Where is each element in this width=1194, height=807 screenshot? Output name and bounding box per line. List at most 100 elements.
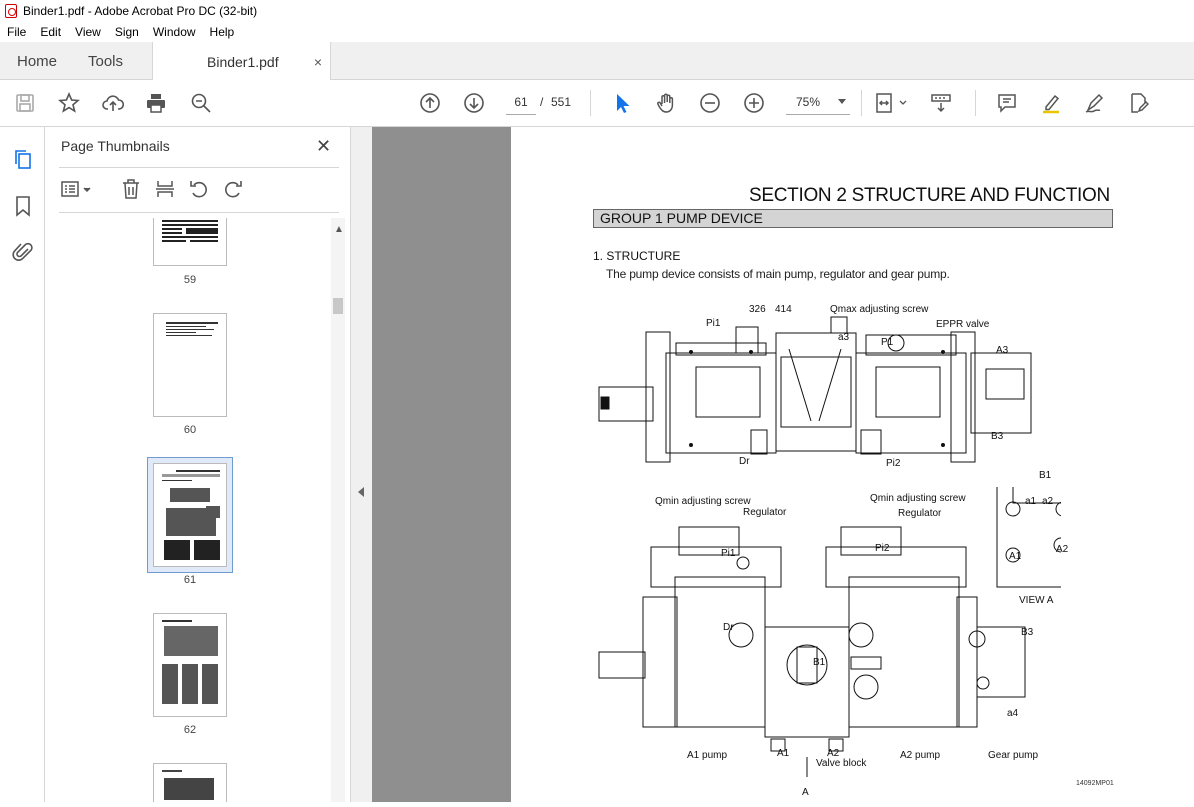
thumbnail-label: 59: [183, 274, 197, 286]
divider: [59, 167, 339, 168]
group-title: GROUP 1 PUMP DEVICE: [593, 209, 1113, 228]
drawing-code: 14092MP01: [1076, 780, 1114, 787]
next-page-icon[interactable]: [461, 90, 487, 116]
page-fit-icon[interactable]: [872, 90, 910, 116]
thumbnail-label: 60: [183, 424, 197, 436]
thumbnail-label: 62: [183, 724, 197, 736]
zoom-out-icon[interactable]: [697, 90, 723, 116]
delete-page-icon[interactable]: [120, 178, 142, 200]
toolbar-divider: [975, 90, 976, 116]
page-thumbnail-59[interactable]: [153, 218, 227, 266]
label-b1-view: B1: [1039, 470, 1052, 481]
previous-page-icon[interactable]: [417, 90, 443, 116]
label-A2-view: A2: [1056, 544, 1069, 555]
page-thumbnail-60[interactable]: [153, 313, 227, 417]
cloud-upload-icon[interactable]: [100, 90, 126, 116]
menu-edit[interactable]: Edit: [40, 25, 62, 39]
label-arrow-a: A: [802, 787, 809, 798]
menu-help[interactable]: Help: [209, 25, 235, 39]
main-toolbar: 61 / 551 75%: [0, 80, 1194, 127]
tab-tools[interactable]: Tools: [88, 52, 124, 70]
pdf-page: SECTION 2 STRUCTURE AND FUNCTION GROUP 1…: [511, 127, 1194, 802]
zoom-level-value: 75%: [796, 95, 821, 109]
label-view-a: VIEW A: [1019, 595, 1054, 606]
rotate-left-icon[interactable]: [188, 178, 210, 200]
scroll-up-icon[interactable]: ▲: [334, 224, 344, 235]
structure-paragraph: The pump device consists of main pump, r…: [606, 267, 950, 281]
page-thumbnail-63[interactable]: [153, 763, 227, 802]
panel-splitter[interactable]: [350, 127, 372, 802]
rotate-right-icon[interactable]: [222, 178, 244, 200]
zoom-level-dropdown[interactable]: 75%: [786, 90, 850, 115]
page-thumbnails-icon[interactable]: [11, 147, 35, 171]
select-pointer-icon[interactable]: [609, 90, 635, 116]
page-thumbnail-61[interactable]: [153, 463, 227, 567]
star-icon[interactable]: [56, 90, 82, 116]
menu-window[interactable]: Window: [152, 25, 196, 39]
pump-side-view-drawing: [598, 316, 1032, 463]
tab-document[interactable]: Binder1.pdf ×: [152, 42, 331, 81]
sign-pen-icon[interactable]: [1082, 90, 1108, 116]
title-bar: Binder1.pdf - Adobe Acrobat Pro DC (32-b…: [0, 0, 1194, 22]
thumbnail-label: 61: [183, 574, 197, 586]
page-thumbnail-62[interactable]: [153, 613, 227, 717]
attachment-icon[interactable]: [11, 240, 35, 264]
extract-page-icon[interactable]: [154, 178, 176, 200]
thumbnail-options-icon[interactable]: [60, 178, 94, 200]
menu-sign[interactable]: Sign: [114, 25, 139, 39]
edit-document-icon[interactable]: [1125, 90, 1151, 116]
label-valve-block: Valve block: [816, 758, 867, 769]
comment-icon[interactable]: [994, 90, 1020, 116]
acrobat-app-icon: [5, 4, 17, 18]
label-pi1: Pi1: [721, 548, 736, 559]
menu-file[interactable]: File: [7, 25, 27, 39]
highlight-pen-icon[interactable]: [1038, 90, 1064, 116]
toolbar-divider: [861, 90, 862, 116]
scroll-mode-icon[interactable]: [928, 90, 954, 116]
page-separator: /: [540, 95, 544, 109]
label-A1-view: A1: [1009, 551, 1022, 562]
window-title: Binder1.pdf - Adobe Acrobat Pro DC (32-b…: [23, 4, 258, 18]
page-number-input[interactable]: 61: [506, 90, 536, 115]
toolbar-divider: [590, 90, 591, 116]
chevron-down-icon: [838, 99, 846, 104]
bookmark-icon[interactable]: [11, 194, 35, 218]
zoom-in-icon[interactable]: [741, 90, 767, 116]
document-viewer[interactable]: SECTION 2 STRUCTURE AND FUNCTION GROUP 1…: [372, 127, 1194, 802]
label-regulator-right: Regulator: [898, 508, 942, 519]
hand-tool-icon[interactable]: [653, 90, 679, 116]
tab-document-label: Binder1.pdf: [207, 53, 279, 70]
save-icon[interactable]: [12, 90, 38, 116]
label-gear-pump: Gear pump: [988, 750, 1039, 761]
zoom-search-icon[interactable]: [188, 90, 214, 116]
label-eppr-valve: EPPR valve: [936, 319, 990, 330]
left-nav-rail: [0, 127, 45, 802]
panel-title: Page Thumbnails: [61, 138, 170, 154]
print-icon[interactable]: [143, 90, 169, 116]
thumbnail-scrollbar[interactable]: ▲: [331, 218, 345, 802]
pump-top-view-drawing: [598, 487, 1061, 777]
divider: [59, 212, 339, 213]
label-b1: B1: [813, 657, 826, 668]
label-a3: A3: [996, 345, 1009, 356]
label-a3-small: a3: [838, 332, 850, 343]
label-a2-small: a2: [1042, 496, 1054, 507]
label-a4: a4: [1007, 708, 1019, 719]
label-dr-top: Dr: [739, 456, 750, 467]
label-b3-top: B3: [991, 431, 1004, 442]
label-A2: A2: [827, 748, 840, 759]
tab-home[interactable]: Home: [17, 52, 58, 70]
label-a2-pump: A2 pump: [900, 750, 941, 761]
page-total: 551: [551, 95, 572, 109]
label-pi1-top: Pi1: [706, 318, 721, 329]
scrollbar-thumb[interactable]: [333, 298, 343, 314]
label-326: 326: [749, 304, 766, 315]
close-icon[interactable]: ✕: [316, 136, 332, 156]
label-A1: A1: [777, 748, 790, 759]
collapse-panel-icon[interactable]: [358, 487, 364, 497]
tab-close-icon[interactable]: ×: [313, 53, 322, 70]
structure-heading: 1. STRUCTURE: [593, 249, 681, 263]
label-p1: P1: [881, 337, 894, 348]
menu-view[interactable]: View: [75, 25, 101, 39]
label-dr: Dr: [723, 622, 734, 633]
